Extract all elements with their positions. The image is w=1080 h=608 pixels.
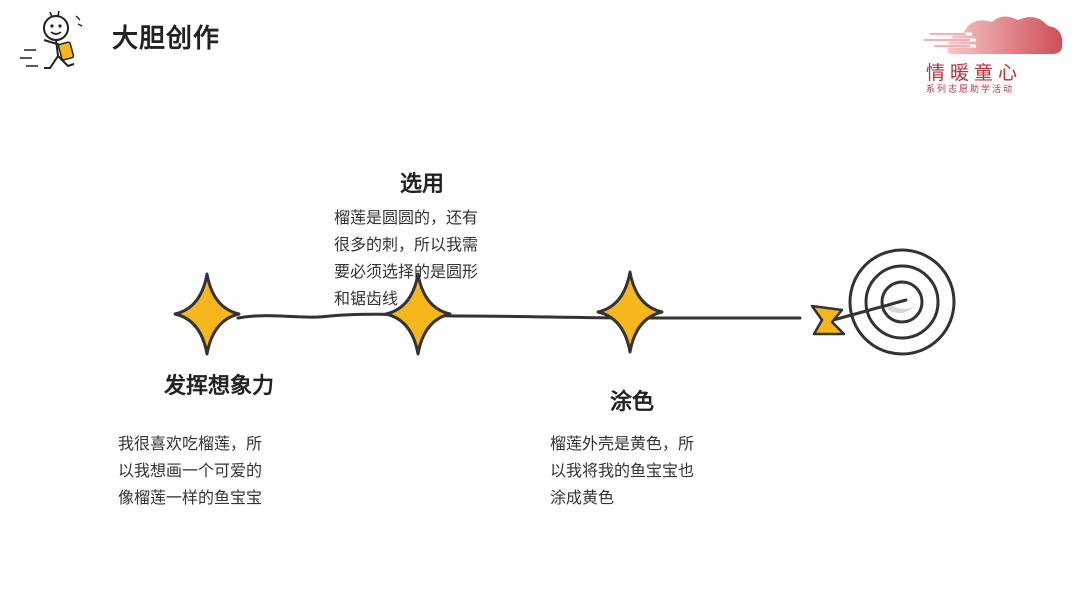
page-title: 大胆创作 [112, 24, 221, 54]
sparkle-star-icon [173, 272, 241, 356]
desc-line: 很多的刺，所以我需 [334, 235, 479, 254]
logo-title: 情暖童心 [926, 62, 1023, 84]
timeline-line [236, 312, 802, 320]
desc-line: 涂成黄色 [550, 488, 615, 507]
logo-subtitle: 系列志愿助学活动 [926, 85, 1015, 95]
desc-line: 和锯齿线 [334, 289, 399, 308]
arrow-icon [810, 298, 908, 336]
desc-line: 榴莲外壳是黄色，所 [550, 434, 695, 453]
step-title: 发挥想象力 [164, 374, 275, 399]
step-description: 榴莲是圆圆的，还有 很多的刺，所以我需 要必须选择的是圆形 和锯齿线 [334, 204, 524, 312]
cloud-logo-icon [922, 16, 1063, 55]
stick-figure-icon [20, 10, 83, 69]
step-description: 榴莲外壳是黄色，所 以我将我的鱼宝宝也 涂成黄色 [550, 430, 740, 511]
desc-line: 榴莲是圆圆的，还有 [334, 208, 479, 227]
sparkle-star-icon [384, 272, 452, 356]
desc-line: 以我将我的鱼宝宝也 [550, 461, 695, 480]
desc-line: 要必须选择的是圆形 [334, 262, 479, 281]
desc-line: 像榴莲一样的鱼宝宝 [118, 488, 263, 507]
desc-line: 以我想画一个可爱的 [118, 461, 263, 480]
desc-line: 我很喜欢吃榴莲，所 [118, 434, 263, 453]
step-description: 我很喜欢吃榴莲，所 以我想画一个可爱的 像榴莲一样的鱼宝宝 [118, 430, 308, 511]
sparkle-star-icon [596, 270, 664, 354]
step-title: 选用 [400, 172, 445, 197]
step-title: 涂色 [610, 390, 655, 415]
